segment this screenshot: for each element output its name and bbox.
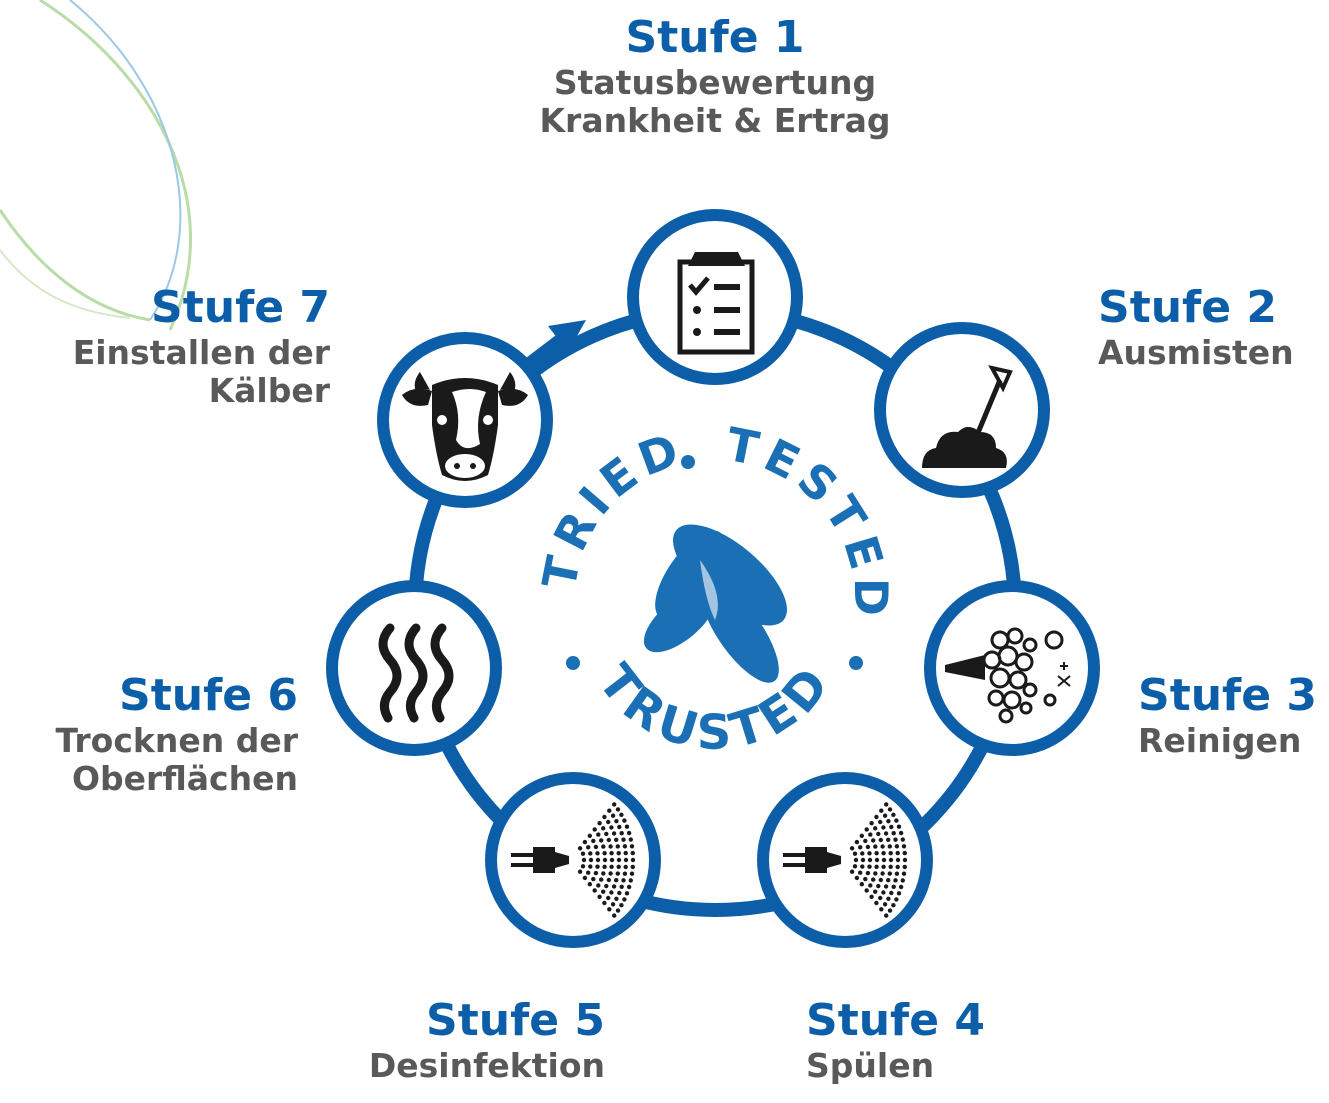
step-1-label: Stufe 1 Statusbewertung Krankheit & Ertr… bbox=[505, 12, 925, 140]
step-6-desc-line-1: Trocknen der bbox=[55, 721, 298, 760]
step-3-desc-line-1: Reinigen bbox=[1138, 721, 1302, 760]
seal-word-trusted: TRUSTED bbox=[587, 654, 843, 761]
foam-nozzle-icon bbox=[945, 627, 1071, 724]
step-4-node bbox=[757, 772, 933, 948]
tried-tested-trusted-seal: TRIED TESTED TRUSTED bbox=[532, 417, 892, 761]
butterfly-x-logo-icon bbox=[643, 524, 787, 683]
step-4-label: Stufe 4 Spülen bbox=[806, 995, 1066, 1085]
step-1-desc-line-2: Krankheit & Ertrag bbox=[539, 101, 891, 140]
step-3-title: Stufe 3 bbox=[1138, 670, 1317, 721]
step-3-node bbox=[924, 580, 1100, 756]
step-2-label: Stufe 2 Ausmisten bbox=[1098, 282, 1323, 372]
step-2-desc-line-1: Ausmisten bbox=[1098, 333, 1294, 372]
cow-head-icon bbox=[402, 372, 528, 481]
step-6-desc-line-2: Oberflächen bbox=[72, 759, 298, 798]
spray-nozzle-icon bbox=[783, 802, 908, 918]
step-5-desc-line-1: Desinfektion bbox=[368, 1046, 605, 1085]
step-7-desc-line-2: Kälber bbox=[208, 371, 330, 410]
step-1-node bbox=[627, 209, 803, 385]
step-5-title: Stufe 5 bbox=[426, 995, 605, 1046]
spray-nozzle-icon bbox=[511, 802, 636, 918]
step-1-title: Stufe 1 bbox=[625, 12, 805, 63]
step-4-desc-line-1: Spülen bbox=[806, 1046, 935, 1085]
step-3-label: Stufe 3 Reinigen bbox=[1138, 670, 1323, 760]
step-2-node bbox=[874, 322, 1050, 498]
step-7-desc-line-1: Einstallen der bbox=[72, 333, 330, 372]
step-6-label: Stufe 6 Trocknen der Oberflächen bbox=[8, 670, 298, 798]
decorative-swoosh bbox=[0, 0, 193, 331]
clipboard-checklist-icon bbox=[677, 252, 755, 355]
step-6-title: Stufe 6 bbox=[119, 670, 298, 721]
step-4-title: Stufe 4 bbox=[806, 995, 985, 1046]
seal-dot-right bbox=[849, 656, 863, 670]
step-7-label: Stufe 7 Einstallen der Kälber bbox=[20, 282, 330, 410]
seal-word-tried: TRIED bbox=[532, 421, 691, 593]
shovel-manure-icon bbox=[922, 365, 1013, 468]
step-7-title: Stufe 7 bbox=[151, 282, 330, 333]
step-1-desc-line-1: Statusbewertung bbox=[553, 63, 877, 102]
step-2-title: Stufe 2 bbox=[1098, 282, 1277, 333]
seal-dot-left bbox=[566, 656, 580, 670]
step-5-node bbox=[485, 772, 661, 948]
seal-dot-top bbox=[681, 455, 695, 469]
step-5-label: Stufe 5 Desinfektion bbox=[300, 995, 605, 1085]
step-6-node bbox=[326, 580, 502, 756]
step-7-node bbox=[377, 332, 553, 508]
heat-waves-icon bbox=[378, 623, 454, 723]
